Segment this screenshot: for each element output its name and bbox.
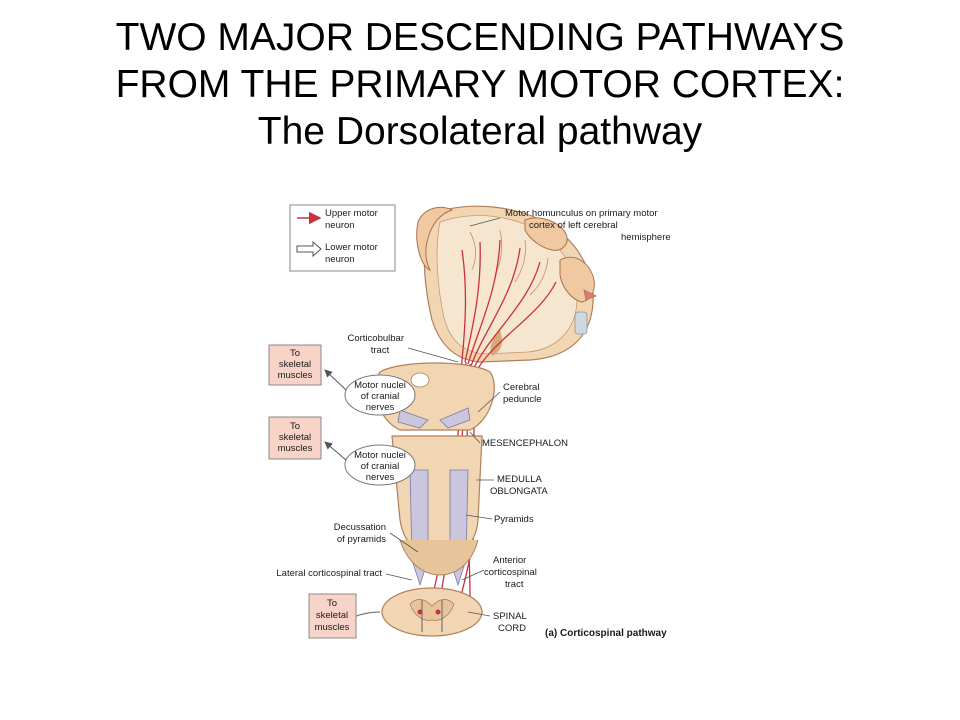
label-homunculus-3: hemisphere [621,232,671,243]
cortex-section [416,205,597,363]
nuclei2-line3: nerves [366,472,395,483]
svg-text:muscles: muscles [315,622,350,633]
svg-text:To: To [290,348,300,359]
nuclei2-line1: Motor nuclei [354,450,406,461]
legend-upper-2: neuron [325,220,355,231]
leader-lines [385,217,501,617]
label-spinal-2: CORD [498,623,526,634]
legend-upper-1: Upper motor [325,208,378,219]
title-line-2: FROM THE PRIMARY MOTOR CORTEX: [115,63,845,106]
legend-lower-1: Lower motor [325,242,378,253]
label-mesencephalon: MESENCEPHALON [482,438,568,449]
target-box-3: To skeletal muscles [308,593,357,639]
motor-nuclei-lower: Motor nuclei of cranial nerves [344,444,416,486]
svg-text:skeletal: skeletal [316,610,348,621]
svg-text:muscles: muscles [278,370,313,381]
figure-caption: (a) Corticospinal pathway [545,628,667,639]
nuclei1-line1: Motor nuclei [354,380,406,391]
label-cerebral-1: Cerebral [503,382,539,393]
legend: Upper motor neuron Lower motor neuron [289,204,396,272]
arrow-to-target-1 [324,369,347,391]
title-line-1: TWO MAJOR DESCENDING PATHWAYS [115,16,845,59]
label-medulla-2: OBLONGATA [490,486,548,497]
nuclei1-line2: of cranial [361,391,400,402]
nuclei1-line3: nerves [366,402,395,413]
svg-text:skeletal: skeletal [279,432,311,443]
nuclei2-line2: of cranial [361,461,400,472]
label-anterior-3: tract [505,579,524,590]
spinal-cord-section [329,587,483,637]
label-corticobulbar-1: Corticobulbar [348,333,405,344]
label-anterior-2: corticospinal [484,567,537,578]
label-decussation-2: of pyramids [337,534,386,545]
label-spinal-1: SPINAL [493,611,527,622]
motor-nuclei-upper: Motor nuclei of cranial nerves [344,374,416,416]
label-pyramids: Pyramids [494,514,534,525]
svg-text:To: To [290,421,300,432]
label-homunculus-1: Motor homunculus on primary motor [505,208,658,219]
legend-lower-2: neuron [325,254,355,265]
slide-title: TWO MAJOR DESCENDING PATHWAYS FROM THE P… [0,14,960,155]
svg-text:skeletal: skeletal [279,359,311,370]
label-lateral-tract: Lateral corticospinal tract [276,568,382,579]
target-box-2: To skeletal muscles [268,416,322,460]
arrow-to-target-2 [324,441,347,461]
lower-neuron-legend-icon [296,240,322,258]
svg-text:To: To [327,598,337,609]
label-decussation-1: Decussation [334,522,386,533]
label-anterior-1: Anterior [493,555,526,566]
label-medulla-1: MEDULLA [497,474,543,485]
svg-text:muscles: muscles [278,443,313,454]
label-homunculus-2: cortex of left cerebral [529,220,618,231]
label-cerebral-2: peduncle [503,394,542,405]
label-corticobulbar-2: tract [371,345,390,356]
title-line-3: The Dorsolateral pathway [257,110,703,153]
target-box-1: To skeletal muscles [268,344,322,386]
